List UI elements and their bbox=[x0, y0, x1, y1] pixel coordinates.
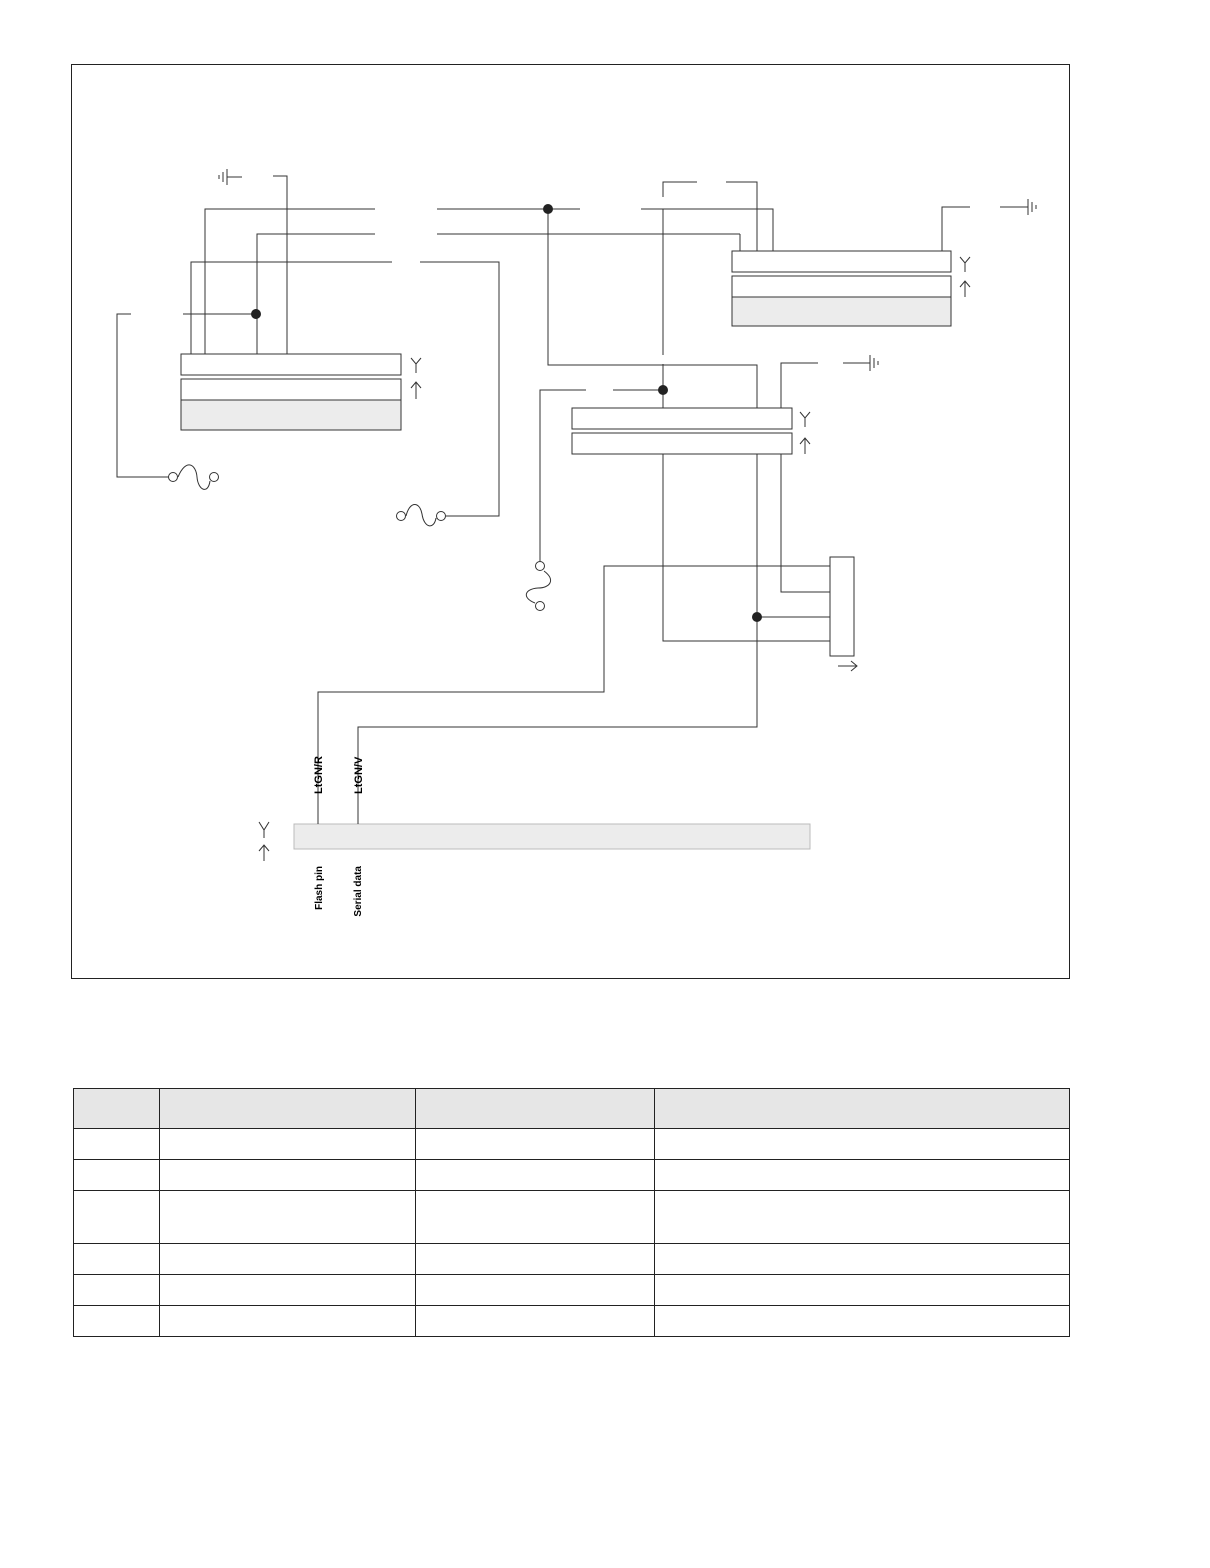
splice-icon bbox=[543, 204, 553, 214]
table-cell bbox=[654, 1243, 1070, 1275]
fuse-icon bbox=[168, 464, 219, 490]
fuse-icon bbox=[525, 561, 552, 611]
connector-male-icon bbox=[410, 381, 422, 399]
ground-icon bbox=[843, 355, 879, 371]
table-cell bbox=[73, 1190, 160, 1244]
connector-female-icon bbox=[959, 256, 971, 272]
table-cell bbox=[415, 1128, 655, 1160]
table-cell bbox=[415, 1243, 655, 1275]
table-row bbox=[73, 1243, 1070, 1275]
wires-right-upper-module bbox=[662, 181, 970, 251]
wire-label-left: LtGN/R bbox=[313, 756, 325, 794]
bus-wires bbox=[420, 208, 765, 517]
connector-male-icon bbox=[258, 844, 270, 861]
table-row bbox=[73, 1305, 1070, 1337]
table-cell bbox=[159, 1243, 416, 1275]
table-cell bbox=[415, 1159, 655, 1191]
arrow-right-icon bbox=[838, 660, 858, 672]
ground-icon bbox=[218, 169, 242, 185]
table-cell bbox=[73, 1159, 160, 1191]
table-cell bbox=[73, 1305, 160, 1337]
table-cell bbox=[159, 1159, 416, 1191]
connector-male-icon bbox=[959, 280, 971, 297]
table-cell bbox=[654, 1305, 1070, 1337]
table-cell bbox=[159, 1190, 416, 1244]
table-cell bbox=[73, 1274, 160, 1306]
pin-label-flash: Flash pin bbox=[314, 866, 325, 910]
info-table bbox=[73, 1088, 1070, 1337]
table-cell bbox=[415, 1274, 655, 1306]
table-cell bbox=[654, 1274, 1070, 1306]
table-header-cell bbox=[159, 1088, 416, 1129]
wires-lower bbox=[317, 454, 830, 818]
connector-female-icon bbox=[799, 411, 811, 427]
table-header-cell bbox=[73, 1088, 160, 1129]
fuse-icon bbox=[396, 504, 446, 527]
connector-female-icon bbox=[410, 357, 422, 373]
connector-male-icon bbox=[799, 437, 811, 454]
table-cell bbox=[654, 1190, 1070, 1244]
splice-icon bbox=[658, 385, 668, 395]
connector-lower-right bbox=[829, 556, 855, 657]
table-cell bbox=[415, 1190, 655, 1244]
table-cell bbox=[73, 1128, 160, 1160]
table-header-cell bbox=[415, 1088, 655, 1129]
wires-left-module bbox=[116, 175, 392, 478]
module-left bbox=[180, 353, 402, 431]
pin-label-serial-data: Serial data bbox=[353, 866, 364, 917]
table-cell bbox=[73, 1243, 160, 1275]
table-row bbox=[73, 1274, 1070, 1306]
table-row bbox=[73, 1159, 1070, 1191]
table-row bbox=[73, 1128, 1070, 1160]
module-bottom bbox=[293, 818, 811, 850]
table-cell bbox=[415, 1305, 655, 1337]
module-middle bbox=[571, 407, 793, 455]
table-header-row bbox=[73, 1088, 1070, 1129]
table-cell bbox=[654, 1128, 1070, 1160]
wiring-diagram: LtGN/R LtGN/V Flash pin Serial data bbox=[71, 64, 1070, 979]
table-cell bbox=[654, 1159, 1070, 1191]
table-cell bbox=[159, 1305, 416, 1337]
table-cell bbox=[159, 1274, 416, 1306]
connector-female-icon bbox=[258, 821, 270, 838]
table-cell bbox=[159, 1128, 416, 1160]
wire-label-right: LtGN/V bbox=[353, 756, 365, 794]
table-row bbox=[73, 1190, 1070, 1244]
module-right-upper bbox=[731, 250, 952, 327]
wires-middle-module bbox=[539, 209, 818, 561]
table-header-cell bbox=[654, 1088, 1070, 1129]
ground-icon bbox=[1000, 199, 1037, 215]
splice-icon bbox=[251, 309, 261, 319]
diagram-border bbox=[71, 64, 1070, 979]
splice-icon bbox=[752, 612, 762, 622]
